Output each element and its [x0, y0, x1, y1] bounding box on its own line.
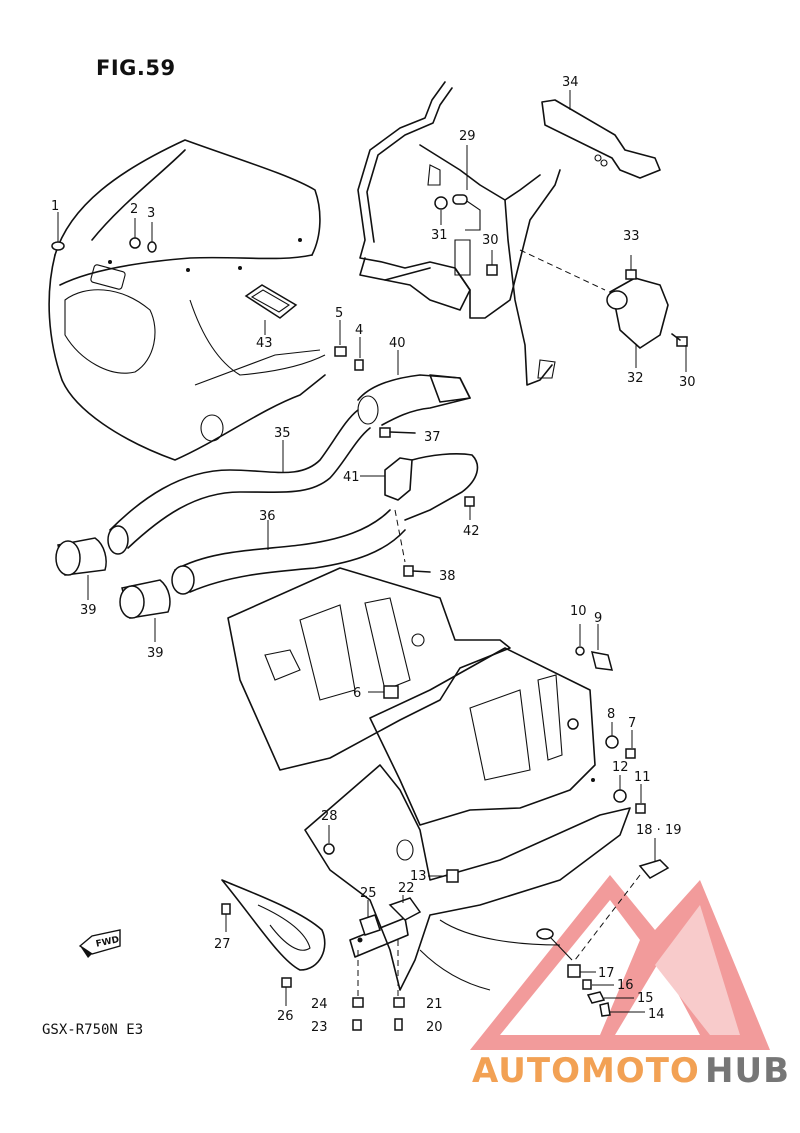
- callout-10: 10: [570, 604, 587, 619]
- callout-38: 38: [439, 569, 456, 584]
- part-27-side-bracket: [221, 879, 326, 971]
- watermark-text: AUTOMOTO HUB: [472, 1051, 790, 1091]
- callout-1: 1: [51, 199, 59, 214]
- watermark-text-secondary: HUB: [705, 1051, 790, 1091]
- callout-11: 11: [634, 770, 651, 785]
- inner-panel: [227, 567, 511, 771]
- upper-fairing: [48, 139, 326, 461]
- callout-13: 13: [410, 869, 427, 884]
- callout-20: 20: [426, 1020, 443, 1035]
- callout-33: 33: [623, 229, 640, 244]
- part-36-hose: [171, 509, 406, 595]
- callout-17: 17: [598, 966, 615, 981]
- callout-30a: 30: [482, 233, 499, 248]
- side-cowl: [369, 647, 596, 826]
- fwd-arrow-icon: [78, 929, 121, 958]
- part-39-sleeve-b: [119, 579, 171, 642]
- callout-28: 28: [321, 809, 338, 824]
- callout-18-19: 18 · 19: [636, 823, 681, 838]
- callout-8: 8: [607, 707, 615, 722]
- callout-14: 14: [648, 1007, 665, 1022]
- upper-fasteners: [434, 194, 688, 372]
- callout-25: 25: [360, 886, 377, 901]
- part-40-air-duct: [357, 350, 471, 426]
- figure-title: FIG.59: [96, 56, 176, 80]
- callout-3: 3: [147, 206, 155, 221]
- callout-2: 2: [130, 202, 138, 217]
- bottom-bolts: [281, 940, 405, 1031]
- lower-cowl: [304, 764, 631, 991]
- callout-12: 12: [612, 760, 629, 775]
- callout-31: 31: [431, 228, 448, 243]
- callout-35: 35: [274, 426, 291, 441]
- callout-23: 23: [311, 1020, 328, 1035]
- callout-42: 42: [463, 524, 480, 539]
- part-34-bracket: [541, 90, 661, 179]
- callout-43: 43: [256, 336, 273, 351]
- part-29-fairing-stay: [357, 81, 561, 386]
- callout-34: 34: [562, 75, 579, 90]
- callout-16: 16: [617, 978, 634, 993]
- callout-26: 26: [277, 1009, 294, 1024]
- callout-21: 21: [426, 997, 443, 1012]
- callout-39b: 39: [147, 646, 164, 661]
- callout-9: 9: [594, 611, 602, 626]
- callout-labels: 1 2 3 4 5 6 7 8 9 10 11 12 13 14 15 16 1…: [51, 75, 696, 1035]
- watermark-text-primary: AUTOMOTO: [472, 1051, 700, 1091]
- callout-32: 32: [627, 371, 644, 386]
- part-41-bracket: [360, 453, 479, 521]
- right-fasteners: [575, 624, 646, 814]
- callout-6: 6: [353, 686, 361, 701]
- callout-36: 36: [259, 509, 276, 524]
- callout-24: 24: [311, 997, 328, 1012]
- part-43-seal: [244, 284, 298, 335]
- fasteners-4-5: [334, 320, 364, 371]
- callout-7: 7: [628, 716, 636, 731]
- callout-4: 4: [355, 323, 363, 338]
- model-code: GSX-R750N E3: [42, 1022, 144, 1038]
- callout-40: 40: [389, 336, 406, 351]
- callout-15: 15: [637, 991, 654, 1006]
- part-32-mount: [519, 249, 669, 368]
- part-35-hose: [107, 409, 371, 555]
- lower-brackets: [323, 825, 422, 958]
- callout-39a: 39: [80, 603, 97, 618]
- screws-37-38-42: [379, 427, 475, 577]
- callout-37: 37: [424, 430, 441, 445]
- clip-parts: [536, 838, 670, 1017]
- callout-27: 27: [214, 937, 231, 952]
- callout-30b: 30: [679, 375, 696, 390]
- callout-29: 29: [459, 129, 476, 144]
- fasteners-1-2-3: [51, 212, 157, 253]
- callout-41: 41: [343, 470, 360, 485]
- part-39-sleeve-a: [55, 537, 107, 600]
- callout-22: 22: [398, 881, 415, 896]
- callout-5: 5: [335, 306, 343, 321]
- fwd-label: FWD: [95, 935, 120, 950]
